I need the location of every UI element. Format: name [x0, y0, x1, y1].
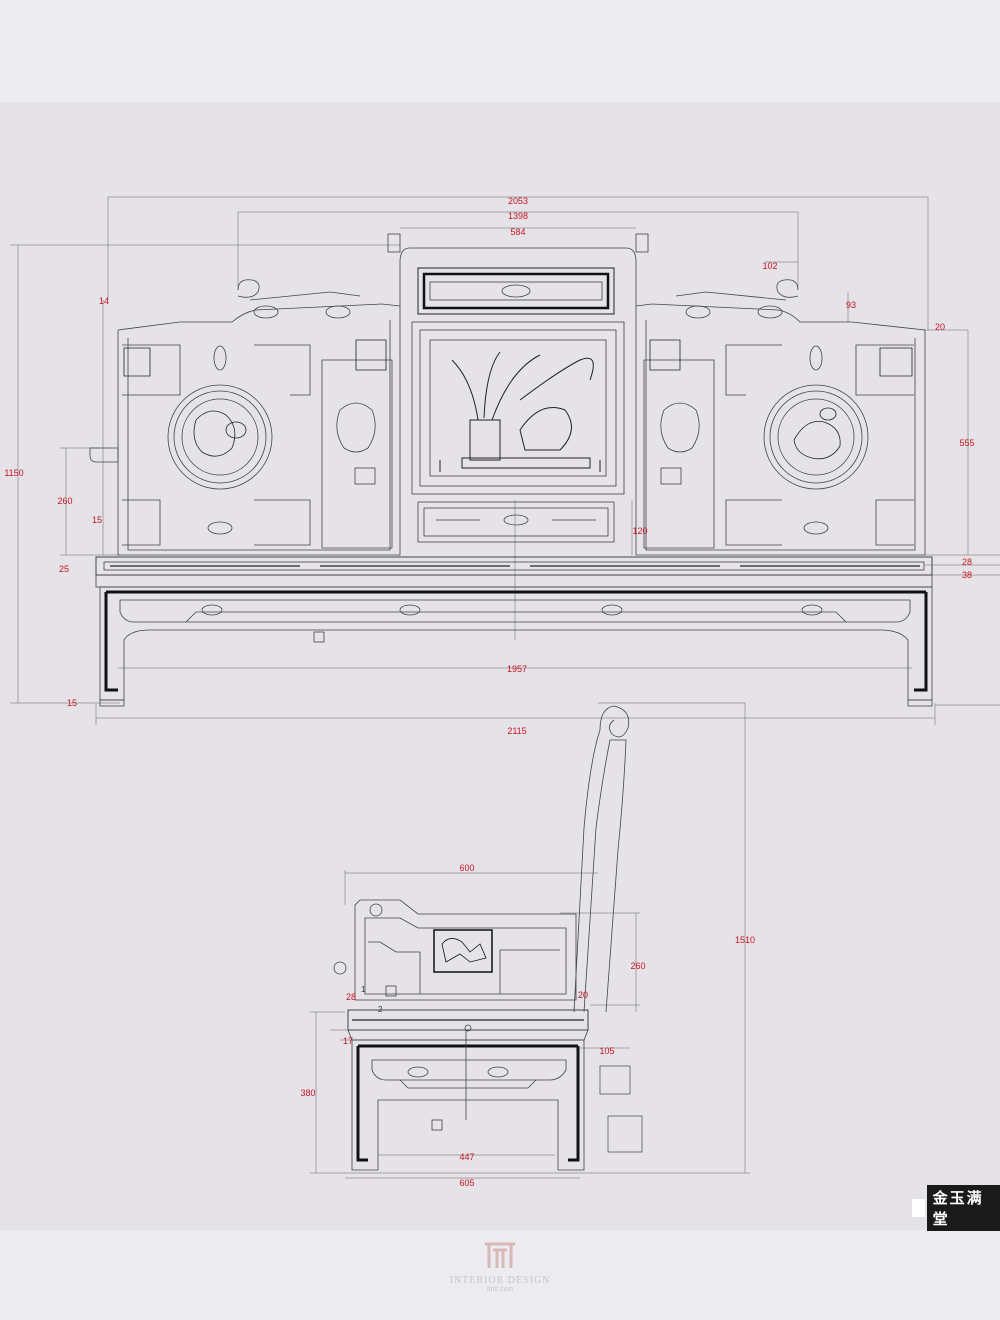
watermark-text: INTERIOR DESIGN [449, 1275, 551, 1286]
dim-seat-t1: 28 [962, 557, 972, 567]
dim-seat-t2: 38 [962, 570, 972, 580]
dim-inner-top: 1398 [508, 211, 528, 221]
dim-side-arm-gap: 20 [578, 990, 588, 1000]
mark-2: 2 [378, 1005, 383, 1014]
dim-side-depth-top: 600 [459, 863, 474, 873]
dim-side-seat-offset: 17 [343, 1036, 353, 1046]
dim-scroll-height: 93 [846, 300, 856, 310]
drawing-title-block: 金玉满堂 [912, 1185, 1000, 1231]
dim-foot: 15 [67, 698, 77, 708]
dim-apron-height: 120 [632, 526, 647, 536]
title-tab-mark [912, 1199, 925, 1217]
dim-side-leg-height: 380 [300, 1088, 315, 1098]
dim-side-arm-offset: 28 [346, 992, 356, 1002]
mark-1: 1 [361, 985, 366, 994]
front-view [10, 196, 1000, 725]
dim-overall-top: 2053 [508, 196, 528, 206]
dim-right-back-height: 555 [959, 438, 974, 448]
dim-side-arm-panel: 260 [630, 961, 645, 971]
drawing-sheet: 2053 1398 584 102 93 20 14 1150 555 260 … [0, 102, 1000, 1230]
dim-seat-left: 25 [59, 564, 69, 574]
dim-side-back-height: 1510 [735, 935, 755, 945]
dim-side-bottom-width: 605 [459, 1178, 474, 1188]
watermark: INTERIOR DESIGN ttmt.com [430, 1240, 570, 1293]
dim-side-inner-width: 447 [459, 1152, 474, 1162]
dim-arm-gap: 15 [92, 515, 102, 525]
dim-arm-height: 260 [57, 496, 72, 506]
dim-leg-span: 1957 [507, 664, 527, 674]
furniture-elevation-drawing: 2053 1398 584 102 93 20 14 1150 555 260 … [4, 196, 1000, 1188]
dim-total-width: 2115 [507, 726, 526, 736]
side-view [310, 702, 750, 1179]
dim-right-step: 20 [935, 322, 945, 332]
dim-left-back: 14 [99, 296, 109, 306]
dim-total-height: 1150 [4, 468, 23, 478]
dim-center-panel: 584 [510, 227, 525, 237]
drawing-title: 金玉满堂 [926, 1185, 1000, 1231]
watermark-subtext: ttmt.com [486, 1286, 514, 1293]
watermark-logo-icon [485, 1242, 515, 1268]
dim-side-back-offset: 105 [599, 1046, 614, 1056]
dim-scroll-width: 102 [762, 261, 777, 271]
